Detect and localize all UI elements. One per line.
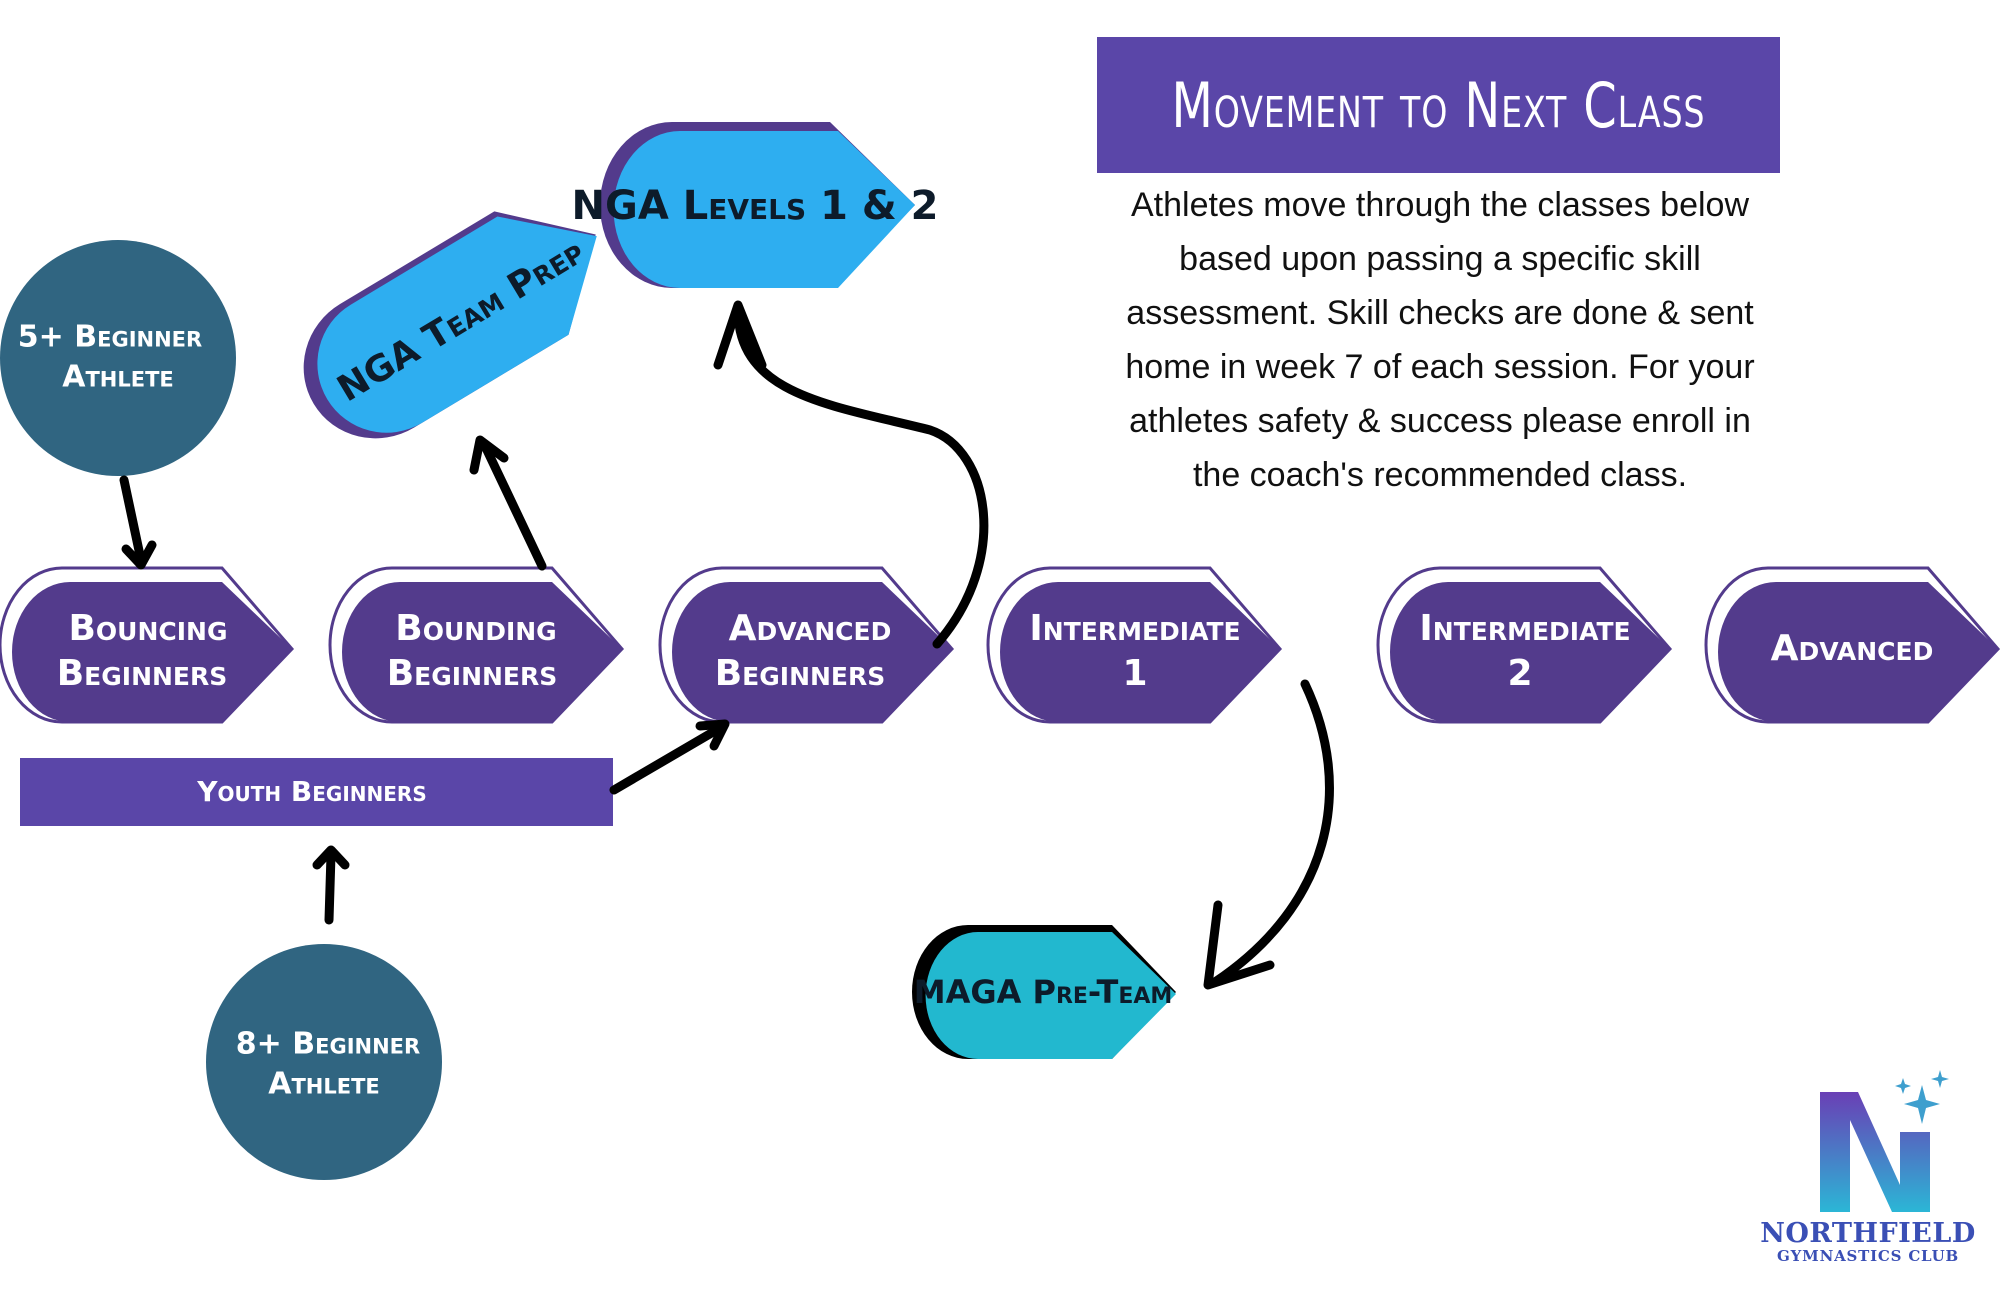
class-tag-advanced-beginners: Advanced Beginners [658, 566, 955, 724]
class-tag-maga-pre-team: MAGA Pre-Team [912, 925, 1176, 1059]
arrowhead-maga [1203, 900, 1275, 990]
youth-beginners-bar: Youth Beginners [20, 758, 613, 826]
bounding-line1: Bounding [395, 608, 556, 649]
advanced-line1: Advanced [1771, 628, 1934, 669]
title-banner: Movement to Next Class [1097, 37, 1780, 173]
arrowhead-advbeg [695, 719, 730, 751]
intermediate2-line2: 2 [1507, 653, 1532, 694]
page-title: Movement to Next Class [1171, 68, 1706, 142]
entry-8plus-line1: 8+ Beginner [236, 1027, 420, 1062]
arrowhead-nga-prep [469, 435, 509, 475]
entry-8plus-line2: Athlete [268, 1067, 380, 1102]
flow-arrows [119, 300, 1334, 990]
bouncing-line2: Beginners [57, 653, 228, 694]
class-tag-intermediate-1: Intermediate 1 [986, 566, 1283, 724]
description-text: Athletes move through the classes below … [1125, 186, 1755, 494]
class-tag-bounding-beginners: Bounding Beginners [328, 566, 625, 724]
class-tag-intermediate-2: Intermediate 2 [1376, 566, 1673, 724]
nga-levels-label: NGA Levels 1 & 2 [572, 183, 939, 229]
arrow-advbeg-to-nga-levels [733, 307, 989, 649]
class-tag-nga-levels: NGA Levels 1 & 2 [572, 122, 939, 288]
intermediate1-line2: 1 [1122, 653, 1147, 694]
arrow-int1-to-maga [1210, 679, 1334, 987]
northfield-logo [1820, 1070, 1949, 1212]
logo-subtitle: GYMNASTICS CLUB [1777, 1247, 1959, 1265]
maga-pre-team-label: MAGA Pre-Team [914, 973, 1173, 1011]
entry-5plus-line1: 5+ Beginner [18, 320, 202, 355]
bouncing-line1: Bouncing [68, 608, 227, 649]
advanced-beginners-line2: Beginners [715, 653, 886, 694]
arrowhead-bouncing [121, 540, 157, 570]
sparkle-small-icon [1931, 1070, 1949, 1088]
entry-5plus-line2: Athlete [62, 360, 174, 395]
arrowhead-youth [312, 845, 350, 870]
youth-beginners-label: Youth Beginners [196, 775, 426, 808]
sparkle-icon [1904, 1085, 1940, 1124]
sparkle-tiny-icon [1895, 1078, 1911, 1094]
intermediate1-line1: Intermediate [1029, 608, 1240, 649]
bounding-line2: Beginners [387, 653, 558, 694]
advanced-beginners-line1: Advanced [729, 608, 892, 649]
arrowhead-nga-levels [713, 300, 767, 370]
arrow-5plus-to-bouncing [119, 475, 146, 565]
entry-circle-8plus: 8+ Beginner Athlete [206, 944, 442, 1180]
entry-circle-5plus: 5+ Beginner Athlete [0, 240, 236, 476]
intermediate2-line1: Intermediate [1419, 608, 1630, 649]
logo-name: NORTHFIELD [1760, 1218, 1976, 1249]
class-tag-advanced: Advanced [1704, 566, 2000, 724]
logo-n-letter [1820, 1092, 1930, 1212]
class-tag-bouncing-beginners: Bouncing Beginners [0, 566, 295, 724]
arrow-8plus-to-youth [324, 850, 336, 925]
arrow-youth-to-advbeg [609, 723, 725, 795]
arrow-bounding-to-nga-prep [480, 441, 547, 571]
